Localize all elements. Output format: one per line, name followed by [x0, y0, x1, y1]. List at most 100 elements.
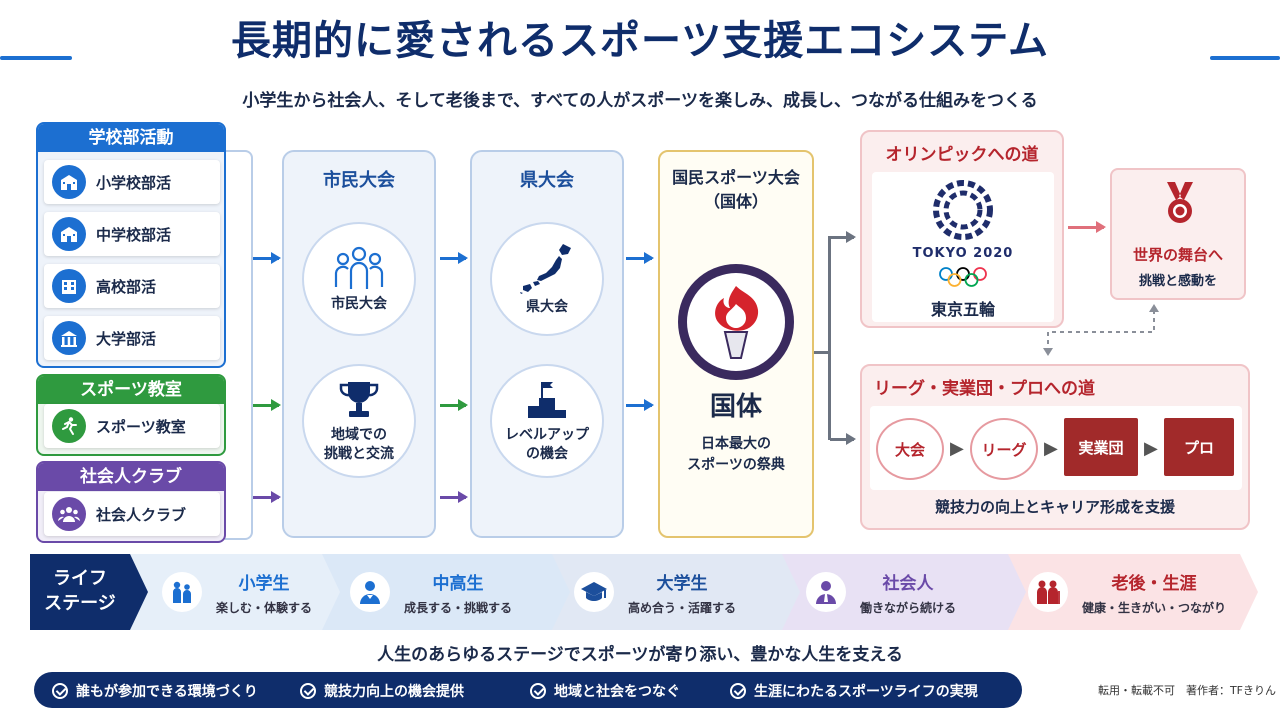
trophy-icon	[339, 382, 379, 418]
stage-junior-senior-high[interactable]: 中高生成長する・挑戦する	[350, 554, 512, 630]
stage-university[interactable]: 大学生高め合う・活躍する	[574, 554, 736, 630]
league-step-corporate[interactable]: 実業団	[1064, 418, 1138, 476]
school-club-title: 学校部活動	[38, 124, 224, 152]
value-item: 誰もが参加できる環境づくり	[52, 681, 258, 701]
title-decoration-left	[0, 56, 72, 60]
podium-flag-icon	[528, 382, 566, 419]
arrow-city-to-pref-3	[440, 491, 468, 503]
arrow-city-to-pref-2	[440, 399, 468, 411]
local-challenge-label: 地域での 挑戦と交流	[324, 427, 394, 462]
page-subtitle: 小学生から社会人、そして老後まで、すべての人がスポーツを楽しみ、成長し、つながる…	[242, 91, 1038, 111]
tagline: 人生のあらゆるステージでスポーツが寄り添い、豊かな人生を支える	[377, 645, 903, 665]
olympic-label: 東京五輪	[930, 300, 995, 319]
entry-item-elementary[interactable]: 小学校部活	[44, 160, 220, 204]
connector-vertical	[828, 236, 831, 440]
group-icon	[52, 497, 86, 531]
check-circle-icon	[52, 683, 68, 699]
entry-item-high-school[interactable]: 高校部活	[44, 264, 220, 308]
city-tournament-column: 市民大会 市民大会 地域での 挑戦と交流	[282, 150, 436, 538]
arrow-adult-to-city	[253, 491, 281, 503]
title-decoration-right	[1210, 56, 1280, 60]
league-step-league[interactable]: リーグ	[970, 418, 1038, 480]
stage-name: 老後・生涯	[1111, 573, 1197, 594]
kokutai-emblem	[678, 264, 794, 380]
tokyo2020-emblem-icon	[933, 180, 993, 240]
stage-senior-lifelong[interactable]: 老後・生涯健康・生きがい・つながり	[1028, 554, 1226, 630]
olympic-logo-text: TOKYO 2020	[912, 246, 1014, 261]
children-icon	[162, 572, 202, 612]
city-column-title: 市民大会	[323, 170, 395, 191]
olympic-logo-card[interactable]: TOKYO 2020 東京五輪	[872, 172, 1054, 322]
level-up-circle[interactable]: レベルアップ の機会	[490, 364, 604, 478]
prefecture-tournament-circle[interactable]: 県大会	[490, 222, 604, 336]
entry-item-junior-high[interactable]: 中学校部活	[44, 212, 220, 256]
entry-item-label: 大学部活	[96, 329, 157, 348]
arrow-city-to-pref-1	[440, 252, 468, 264]
elderly-couple-icon	[1028, 572, 1068, 612]
national-column-title: 国民スポーツ大会 （国体）	[672, 168, 800, 211]
medal-icon	[1167, 182, 1193, 223]
life-stage-chevrons	[30, 554, 1258, 630]
olympic-path-title: オリンピックへの道	[885, 145, 1039, 165]
value-item: 地域と社会をつなぐ	[530, 681, 680, 701]
league-path-box: リーグ・実業団・プロへの道 大会 ▶ リーグ ▶ 実業団 ▶ プロ 競技力の向上…	[860, 364, 1250, 530]
entry-item-label: スポーツ教室	[96, 417, 186, 436]
olympic-path-box: オリンピックへの道 TOKYO 2020 東京五輪	[860, 130, 1064, 328]
kokutai-description: 日本最大の スポーツの祭典	[687, 436, 785, 473]
stage-elementary[interactable]: 小学生楽しむ・体験する	[162, 554, 312, 630]
league-step-label: 実業団	[1078, 438, 1124, 457]
check-circle-icon	[300, 683, 316, 699]
adult-club-title: 社会人クラブ	[38, 463, 224, 491]
sports-school-title: スポーツ教室	[38, 376, 224, 404]
entry-item-label: 高校部活	[96, 277, 157, 296]
arrow-to-league	[830, 433, 856, 445]
league-step-tournament[interactable]: 大会	[876, 418, 944, 480]
league-caption: 競技力の向上とキャリア形成を支援	[934, 498, 1175, 516]
life-stage-bar: ライフ ステージ 小学生楽しむ・体験する 中高生成長する・挑戦する 大学生高め合…	[30, 554, 1258, 630]
league-step-pro[interactable]: プロ	[1164, 418, 1234, 476]
stage-desc: 成長する・挑戦する	[404, 600, 513, 615]
step-arrow-icon: ▶	[1044, 438, 1058, 459]
arrow-pref-to-national-2	[626, 399, 654, 411]
check-circle-icon	[730, 683, 746, 699]
torch-icon	[715, 286, 759, 359]
life-stage-label: ライフ ステージ	[44, 568, 116, 615]
league-step-label: プロ	[1183, 438, 1214, 457]
stage-desc: 健康・生きがい・つながり	[1082, 600, 1227, 615]
stage-name: 社会人	[882, 573, 934, 594]
student-icon	[350, 572, 390, 612]
step-arrow-icon: ▶	[1144, 438, 1158, 459]
entry-item-university[interactable]: 大学部活	[44, 316, 220, 360]
people-group-icon	[334, 246, 384, 289]
value-label: 生涯にわたるスポーツライフの実現	[754, 684, 978, 700]
value-item: 競技力向上の機会提供	[300, 681, 464, 701]
city-tournament-circle[interactable]: 市民大会	[302, 222, 416, 336]
prefecture-tournament-label: 県大会	[526, 298, 568, 315]
league-step-label: リーグ	[981, 440, 1027, 459]
entry-item-label: 社会人クラブ	[96, 505, 187, 524]
league-path-title: リーグ・実業団・プロへの道	[874, 379, 1095, 399]
stage-working-adult[interactable]: 社会人働きながら続ける	[806, 554, 956, 630]
graduation-cap-icon	[574, 572, 614, 612]
stage-name: 小学生	[238, 573, 290, 594]
entry-item-sports-school[interactable]: スポーツ教室	[44, 404, 220, 448]
world-stage-box[interactable]: 世界の舞台へ 挑戦と感動を	[1110, 168, 1246, 300]
kokutai-name: 国体	[709, 392, 762, 422]
entry-item-adult-club[interactable]: 社会人クラブ	[44, 492, 220, 536]
arrow-to-olympic	[830, 231, 856, 243]
value-label: 誰もが参加できる環境づくり	[76, 684, 258, 700]
connector-stub	[814, 351, 830, 354]
world-stage-title: 世界の舞台へ	[1132, 246, 1223, 264]
value-label: 地域と社会をつなぐ	[554, 684, 680, 700]
city-tournament-label: 市民大会	[331, 295, 387, 312]
local-challenge-circle[interactable]: 地域での 挑戦と交流	[302, 364, 416, 478]
national-sports-festival-column: 国民スポーツ大会 （国体） 国体 日本最大の スポーツの祭典	[658, 150, 814, 538]
league-step-label: 大会	[894, 440, 925, 459]
step-arrow-icon: ▶	[950, 438, 964, 459]
values-bar	[34, 672, 1022, 708]
value-item: 生涯にわたるスポーツライフの実現	[730, 681, 978, 701]
stage-desc: 高め合う・活躍する	[628, 600, 737, 615]
school-icon	[52, 217, 86, 251]
world-stage-desc: 挑戦と感動を	[1138, 274, 1217, 289]
stage-desc: 楽しむ・体験する	[216, 600, 313, 615]
